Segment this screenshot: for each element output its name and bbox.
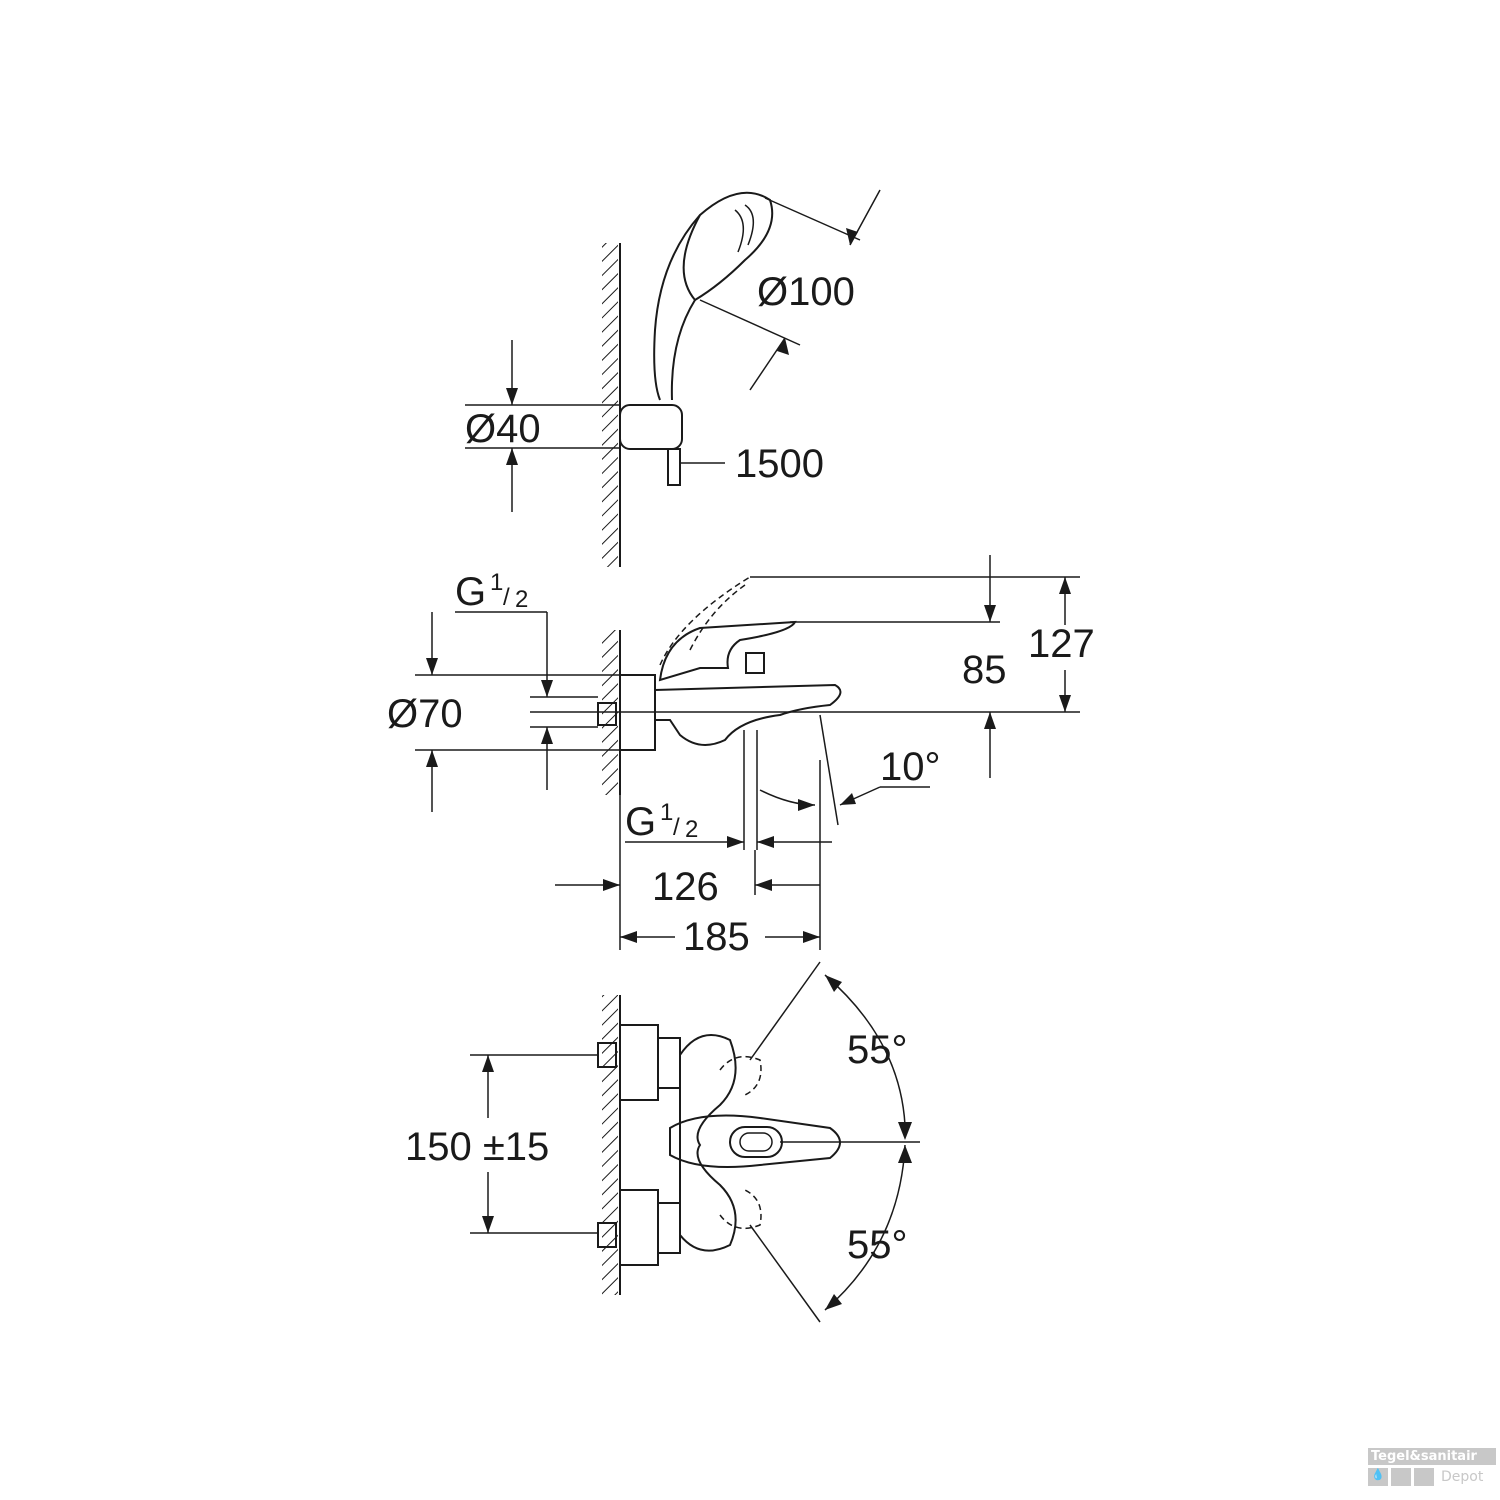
hand-shower-view: Ø100 Ø40 1500 bbox=[465, 189, 881, 567]
head-diameter-label: Ø100 bbox=[757, 270, 855, 314]
thread-bottom-label: G bbox=[625, 800, 656, 844]
fraction-denominator: 2 bbox=[685, 816, 698, 843]
fraction-numerator: 1 bbox=[490, 569, 503, 596]
body-diameter-label: Ø70 bbox=[387, 692, 463, 736]
lever-top bbox=[669, 1114, 841, 1169]
lever-angle-down-label: 55° bbox=[847, 1223, 908, 1267]
mixer-body-top bbox=[679, 1034, 737, 1252]
thread-top-label: G bbox=[455, 570, 486, 614]
watermark-logo: Tegel&sanitair 💧 Depot bbox=[1368, 1448, 1496, 1486]
fraction-numerator: 1 bbox=[660, 799, 673, 826]
fraction-slash: / bbox=[673, 814, 680, 841]
mixer-side-view: G 1 / 2 Ø70 85 127 10° G 1 / 2 126 185 bbox=[387, 555, 1095, 959]
spout-angle-label: 10° bbox=[880, 745, 941, 789]
lever-height-label: 85 bbox=[962, 648, 1007, 692]
lever bbox=[658, 620, 797, 682]
hose-stub bbox=[667, 448, 681, 486]
total-depth-label: 185 bbox=[683, 915, 750, 959]
escutcheon-top bbox=[619, 1024, 659, 1101]
fraction-denominator: 2 bbox=[515, 586, 528, 613]
drop-icon: 💧 bbox=[1368, 1468, 1388, 1486]
shower-holder bbox=[619, 404, 683, 450]
lever-angle-up-label: 55° bbox=[847, 1028, 908, 1072]
mixer-top-view: 150 ±15 55° 55° bbox=[405, 961, 920, 1323]
watermark-line1: Tegel&sanitair bbox=[1368, 1448, 1496, 1465]
escutcheon-bottom bbox=[619, 1189, 659, 1266]
diverter-knob bbox=[745, 652, 765, 674]
tile-icon bbox=[1414, 1468, 1434, 1486]
fraction-slash: / bbox=[503, 584, 510, 611]
connection-nut bbox=[597, 702, 617, 726]
tile-icon bbox=[1391, 1468, 1411, 1486]
total-height-label: 127 bbox=[1028, 622, 1095, 666]
watermark-line2: Depot bbox=[1441, 1469, 1484, 1485]
mixer-body bbox=[654, 683, 842, 746]
connection-nut-bottom bbox=[597, 1222, 617, 1248]
holder-diameter-label: Ø40 bbox=[465, 407, 541, 451]
outlet-depth-label: 126 bbox=[652, 865, 719, 909]
connection-spacing-label: 150 ±15 bbox=[405, 1125, 549, 1169]
hose-length-label: 1500 bbox=[735, 442, 824, 486]
shower-head bbox=[653, 191, 774, 401]
